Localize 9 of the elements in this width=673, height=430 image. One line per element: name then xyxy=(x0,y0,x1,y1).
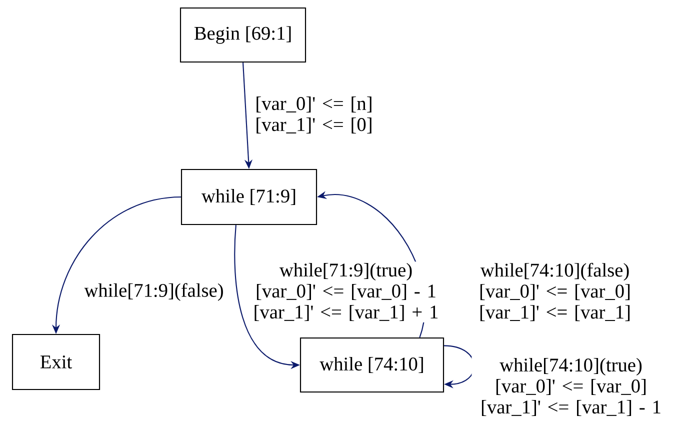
state-box: while [71:9] xyxy=(180,168,318,226)
edge-label: while[74:10](false) [var_0]' <= [var_0] [var_1]' <= [var_1] xyxy=(470,262,640,322)
edge-label: [var_0]' <= [n] [var_1]' <= [0] xyxy=(248,95,380,135)
edge-label: while[71:9](false) xyxy=(82,282,226,302)
state-box: while [74:10] xyxy=(300,337,444,393)
edge-label: while[71:9](true) [var_0]' <= [var_0] - 1 [var_1]' <= [var_1] + 1 xyxy=(250,262,442,322)
edge-label: while[74:10](true) [var_0]' <= [var_0] [var_1]' <= [var_1] - 1 xyxy=(472,356,670,418)
state-box: Exit xyxy=(12,334,100,390)
state-box: Begin [69:1] xyxy=(180,7,306,63)
